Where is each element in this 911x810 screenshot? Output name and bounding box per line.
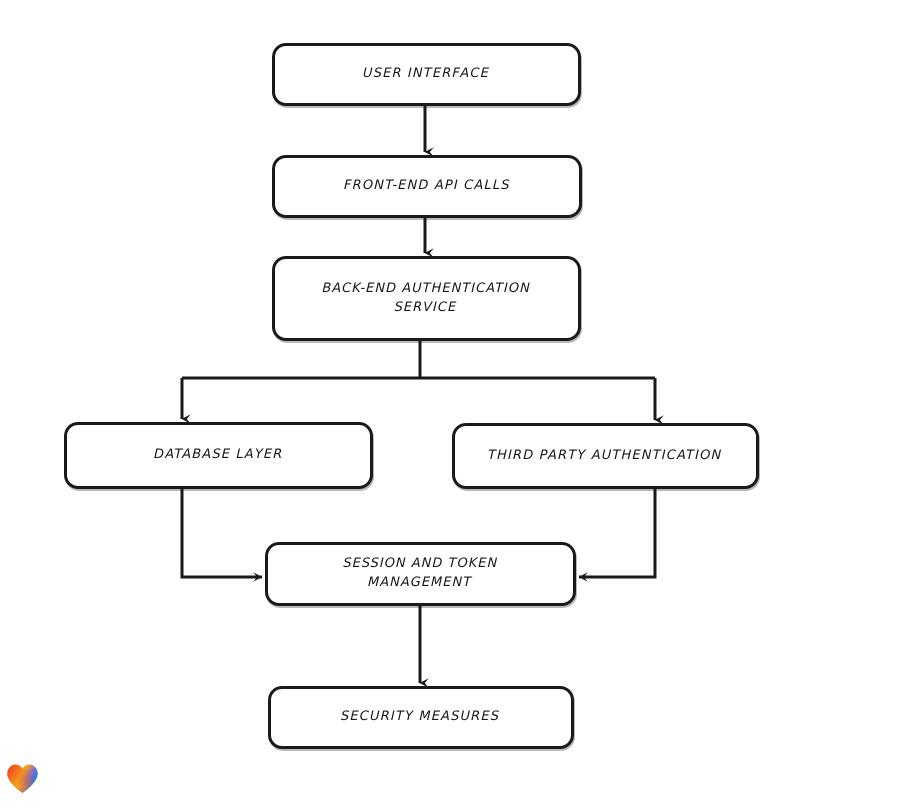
edge-database-layer-to-session-token [180,489,263,582]
edge-third-party-auth-to-session-token [578,489,657,582]
node-security-measures[interactable]: SECURITY MEASURES [268,686,574,749]
node-session-and-token-management[interactable]: SESSION AND TOKEN MANAGEMENT [265,542,576,606]
node-back-end-authentication-service-label: BACK-END AUTHENTICATION SERVICE [322,280,532,315]
node-session-and-token-management-label: SESSION AND TOKEN MANAGEMENT [343,556,499,590]
node-user-interface[interactable]: USER INTERFACE [272,43,581,106]
node-third-party-authentication[interactable]: THIRD PARTY AUTHENTICATION [452,423,759,489]
node-database-layer[interactable]: DATABASE LAYER [64,422,373,489]
node-back-end-authentication-service[interactable]: BACK-END AUTHENTICATION SERVICE [272,256,581,341]
node-third-party-authentication-label: THIRD PARTY AUTHENTICATION [488,447,723,463]
node-front-end-api-calls[interactable]: FRONT-END API CALLS [272,155,582,218]
node-database-layer-label: DATABASE LAYER [153,447,284,463]
node-security-measures-label: SECURITY MEASURES [341,709,501,725]
node-user-interface-label: USER INTERFACE [362,66,491,82]
node-front-end-api-calls-label: FRONT-END API CALLS [343,178,511,194]
heart-icon [7,764,38,793]
